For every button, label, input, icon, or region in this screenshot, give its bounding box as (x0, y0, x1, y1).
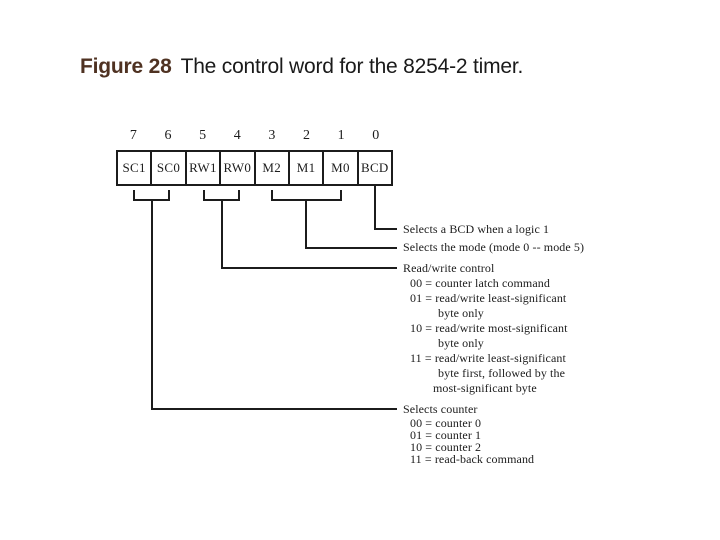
mode-drop-line (305, 199, 307, 249)
mode-description: Selects the mode (mode 0 -- mode 5) (403, 240, 585, 254)
bit-number-2: 2 (302, 128, 310, 143)
sc-drop-line (151, 199, 153, 410)
counter-option-01: 01 = counter 1 (410, 428, 482, 442)
register-cell-rw1: RW1 (184, 152, 219, 184)
rw-option-11: 11 = read/write least-significant (410, 351, 566, 365)
rw-option-11-cont2: most-significant byte (433, 381, 537, 395)
register-cell-sc0: SC0 (150, 152, 184, 184)
bcd-drop-line (374, 186, 376, 230)
rw-option-10: 10 = read/write most-significant (410, 321, 568, 335)
counter-heading: Selects counter (403, 402, 478, 416)
register-cell-m0: M0 (322, 152, 356, 184)
sc-bracket-right-tick (168, 190, 170, 201)
register-cell-m2: M2 (253, 152, 288, 184)
mode-bracket-right-tick (340, 190, 342, 201)
figure-number: Figure 28 (80, 55, 172, 78)
register-cell-m1: M1 (287, 152, 322, 184)
mode-bracket-left-tick (271, 190, 273, 201)
bit-number-6: 6 (164, 128, 172, 143)
figure-title-text: The control word for the 8254-2 timer. (180, 55, 524, 78)
bit-number-3: 3 (268, 128, 276, 143)
bit-number-4: 4 (233, 128, 241, 143)
control-word-register: SC1 SC0 RW1 RW0 M2 M1 M0 BCD (116, 150, 393, 186)
bcd-horizontal-line (374, 228, 397, 230)
sc-horizontal-line (151, 408, 397, 410)
rw-bracket-right-tick (238, 190, 240, 201)
mode-horizontal-line (305, 247, 397, 249)
counter-option-00: 00 = counter 0 (410, 416, 482, 430)
sc-bracket-left-tick (133, 190, 135, 201)
bit-number-7: 7 (129, 128, 137, 143)
bit-number-0: 0 (372, 128, 380, 143)
rw-bracket-left-tick (203, 190, 205, 201)
register-cell-bcd: BCD (356, 152, 391, 184)
register-cell-sc1: SC1 (122, 160, 146, 175)
rw-option-11-cont1: byte first, followed by the (438, 366, 566, 380)
counter-option-10: 10 = counter 2 (410, 440, 482, 454)
counter-option-11: 11 = read-back command (410, 452, 535, 466)
bcd-description: Selects a BCD when a logic 1 (403, 222, 550, 236)
rw-drop-line (221, 199, 223, 269)
register-cell-rw0: RW0 (219, 152, 253, 184)
bit-number-1: 1 (337, 128, 345, 143)
rw-horizontal-line (221, 267, 397, 269)
rw-heading: Read/write control (403, 261, 495, 275)
bit-number-5: 5 (199, 128, 207, 143)
figure-caption: Figure 28 The control word for the 8254-2… (80, 54, 680, 80)
bit-numbers-row: 7 6 5 4 3 2 1 0 (116, 128, 393, 146)
rw-option-01-cont: byte only (438, 306, 484, 320)
rw-option-00: 00 = counter latch command (410, 276, 550, 290)
rw-option-01: 01 = read/write least-significant (410, 291, 567, 305)
rw-option-10-cont: byte only (438, 336, 484, 350)
